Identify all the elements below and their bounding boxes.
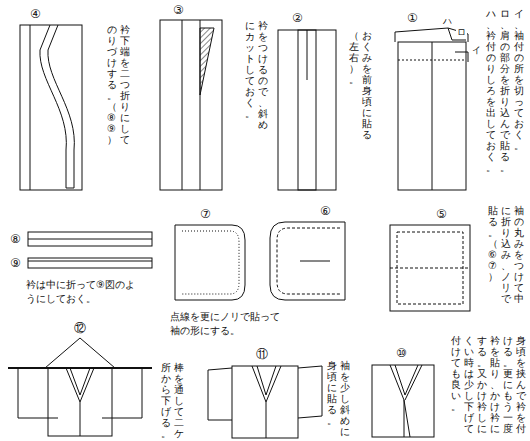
line-stroke (28, 261, 152, 262)
panel-11-kimono (208, 366, 322, 438)
vertical-note: イ、袖付の所を切っておく。 (513, 8, 524, 152)
line-stroke (405, 365, 422, 400)
instruction-text: 衿は中に折って⑨図のようにしておく。 (26, 278, 144, 305)
vertical-note: おくみを前身頃に貼る（左右）。 (348, 30, 372, 141)
instruction-text: イ、袖付の所を切っておく。 (513, 8, 524, 151)
line-stroke (390, 268, 470, 269)
line-stroke (390, 365, 410, 437)
line-stroke (70, 368, 90, 395)
panel-2-body (278, 30, 336, 190)
line-stroke (80, 368, 94, 402)
step-number: ⑫ (74, 322, 86, 334)
step-number: ⑩ (396, 347, 407, 359)
instruction-text: 衿をつけるので、斜めにカットしておく。 (244, 20, 268, 131)
line-stroke (266, 366, 281, 402)
instruction-text: おくみを前身頃に貼る（左右）。 (348, 30, 372, 141)
panel-7-sleeve (175, 225, 245, 300)
line-stroke (175, 225, 245, 300)
line-stroke (28, 258, 152, 268)
line-stroke (30, 25, 31, 190)
line-stroke (448, 28, 466, 40)
step-number: ② (292, 12, 303, 24)
part-label: ロ (456, 28, 467, 37)
panel-1-body (395, 28, 468, 190)
instruction-text: 身頃を挟んで衿を付ける。更にもう一度衿を貼り、かけ衿にする。又かけ衿しにくい時は… (450, 335, 526, 435)
line-stroke (160, 20, 222, 190)
step-number: ① (407, 12, 418, 24)
step-number: ⑨ (10, 257, 21, 269)
vertical-note: ハ、衿付のりしろを出しておく。 (485, 8, 496, 174)
step-number: ⑤ (436, 208, 447, 220)
instruction-text: 袖を少し斜めに身頃に貼る。 (326, 360, 350, 438)
vertical-note: 袖の丸みをつけて中に折り込み、ノリで貼る。（⑥⑦） (487, 205, 524, 305)
line-stroke (298, 30, 316, 190)
line-stroke (404, 400, 405, 437)
line-stroke (252, 366, 266, 438)
instruction-text: 衿下端を二つ折りにしてのりづけする。（⑧⑨） (106, 24, 130, 146)
vertical-note: ロ、肩の部分を折り込んで貼る。 (499, 8, 510, 174)
line-stroke (395, 28, 468, 42)
line-stroke (66, 368, 80, 436)
line-stroke (48, 368, 112, 436)
part-label: ハ (442, 17, 453, 26)
step-number: ⑦ (200, 208, 211, 220)
instruction-text: ロ、肩の部分を折り込んで貼る。 (499, 8, 510, 173)
line-stroke (372, 365, 434, 437)
line-stroke (432, 42, 433, 190)
panel-12-kimono (8, 338, 152, 436)
line-stroke (298, 366, 322, 418)
instruction-text: ハ、衿付のりしろを出しておく。 (485, 8, 496, 173)
vertical-note: 衿をつけるので、斜めにカットしておく。 (244, 20, 268, 131)
line-stroke (28, 232, 152, 246)
line-stroke (200, 28, 214, 95)
collar-strips (28, 232, 152, 268)
step-number: ⑧ (10, 233, 21, 245)
line-stroke (40, 25, 74, 188)
instruction-text: 袖の丸みをつけて中に折り込み、ノリで貼る。（⑥⑦） (487, 205, 524, 305)
panel-3-body (160, 20, 222, 190)
instruction-text: 棒を通して二ケ所から下げる。 (160, 362, 184, 440)
line-stroke (18, 368, 58, 418)
line-stroke (20, 25, 82, 190)
line-stroke (398, 60, 466, 61)
line-stroke (307, 30, 308, 80)
line-stroke (455, 52, 468, 62)
line-stroke (278, 30, 336, 190)
line-stroke (277, 228, 340, 294)
step-number: ⑪ (256, 348, 268, 360)
vertical-note: 袖を少し斜めに身頃に貼る。 (326, 360, 350, 438)
line-stroke (300, 261, 330, 262)
panel-5-sleeve (390, 225, 470, 311)
line-stroke (182, 20, 183, 190)
line-stroke (390, 225, 470, 311)
step-number: ③ (173, 4, 184, 16)
panel-4-body (20, 25, 82, 190)
part-label: イ (471, 46, 482, 55)
step-number: ⑥ (320, 205, 331, 217)
line-stroke (28, 239, 152, 240)
line-stroke (232, 366, 298, 438)
line-stroke (102, 368, 142, 418)
instruction-text: 点線を更にノリで貼って袖の形にする。 (170, 310, 288, 337)
panel-6-sleeve (270, 222, 345, 300)
line-stroke (45, 338, 115, 368)
line-stroke (398, 42, 466, 190)
line-stroke (208, 368, 232, 420)
vertical-note: 棒を通して二ケ所から下げる。 (160, 362, 184, 440)
vertical-note: 衿下端を二つ折りにしてのりづけする。（⑧⑨） (106, 24, 130, 146)
step-number: ④ (30, 8, 41, 20)
line-stroke (257, 366, 276, 395)
line-stroke (270, 222, 345, 300)
vertical-note: 身頃を挟んで衿を付ける。更にもう一度衿を貼り、かけ衿にする。又かけ衿しにくい時は… (450, 335, 526, 435)
line-stroke (182, 231, 239, 294)
panel-10-body (372, 365, 434, 437)
